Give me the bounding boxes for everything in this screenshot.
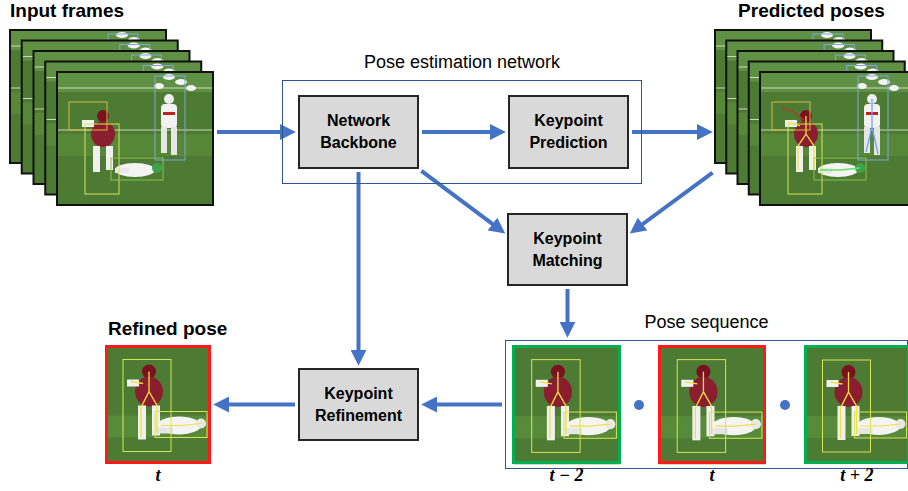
neighbour-frame: t − 2 bbox=[512, 345, 621, 464]
input-frame-stack bbox=[10, 30, 213, 205]
flow-arrow bbox=[218, 403, 295, 407]
process-box: Keypoint Prediction bbox=[508, 95, 629, 169]
flow-arrow bbox=[217, 130, 291, 134]
time-label: t + 2 bbox=[807, 466, 907, 484]
heading-label: Pose sequence bbox=[506, 311, 907, 333]
neighbour-frame: t + 2 bbox=[804, 345, 908, 464]
current-frame: Refined poset bbox=[105, 345, 211, 464]
image-stack: Input frames bbox=[10, 30, 214, 206]
image-stack: Predicted poses bbox=[715, 30, 908, 206]
flow-arrow bbox=[422, 130, 501, 134]
current-frame: t bbox=[658, 345, 766, 464]
box-label: Keypoint Matching bbox=[509, 228, 626, 272]
process-box: Keypoint Refinement bbox=[298, 368, 419, 441]
group-box: Pose estimation networkNetwork BackboneK… bbox=[282, 80, 642, 184]
box-label: Network Backbone bbox=[300, 110, 417, 154]
time-label: t bbox=[108, 466, 208, 484]
predicted-frame-stack bbox=[715, 30, 908, 205]
heading-label: Pose estimation network bbox=[283, 51, 641, 73]
box-label: Keypoint Prediction bbox=[510, 110, 627, 154]
flow-arrow bbox=[632, 130, 708, 134]
flow-arrow bbox=[566, 289, 570, 333]
box-label: Keypoint Refinement bbox=[300, 383, 417, 427]
time-label: t − 2 bbox=[515, 466, 618, 484]
process-box: Keypoint Matching bbox=[507, 213, 628, 286]
heading-label: Input frames bbox=[10, 0, 214, 22]
flow-arrow bbox=[421, 171, 501, 231]
time-label: t bbox=[661, 466, 763, 484]
flow-arrow bbox=[634, 173, 713, 231]
flow-arrow bbox=[426, 403, 502, 407]
heading-label: Refined pose bbox=[108, 318, 208, 340]
group-box: Pose sequencet − 2tt + 2 bbox=[505, 340, 908, 469]
process-box: Network Backbone bbox=[298, 95, 419, 169]
flow-arrow bbox=[357, 172, 361, 361]
heading-label: Predicted poses bbox=[715, 0, 908, 22]
pose-crops bbox=[105, 346, 908, 465]
